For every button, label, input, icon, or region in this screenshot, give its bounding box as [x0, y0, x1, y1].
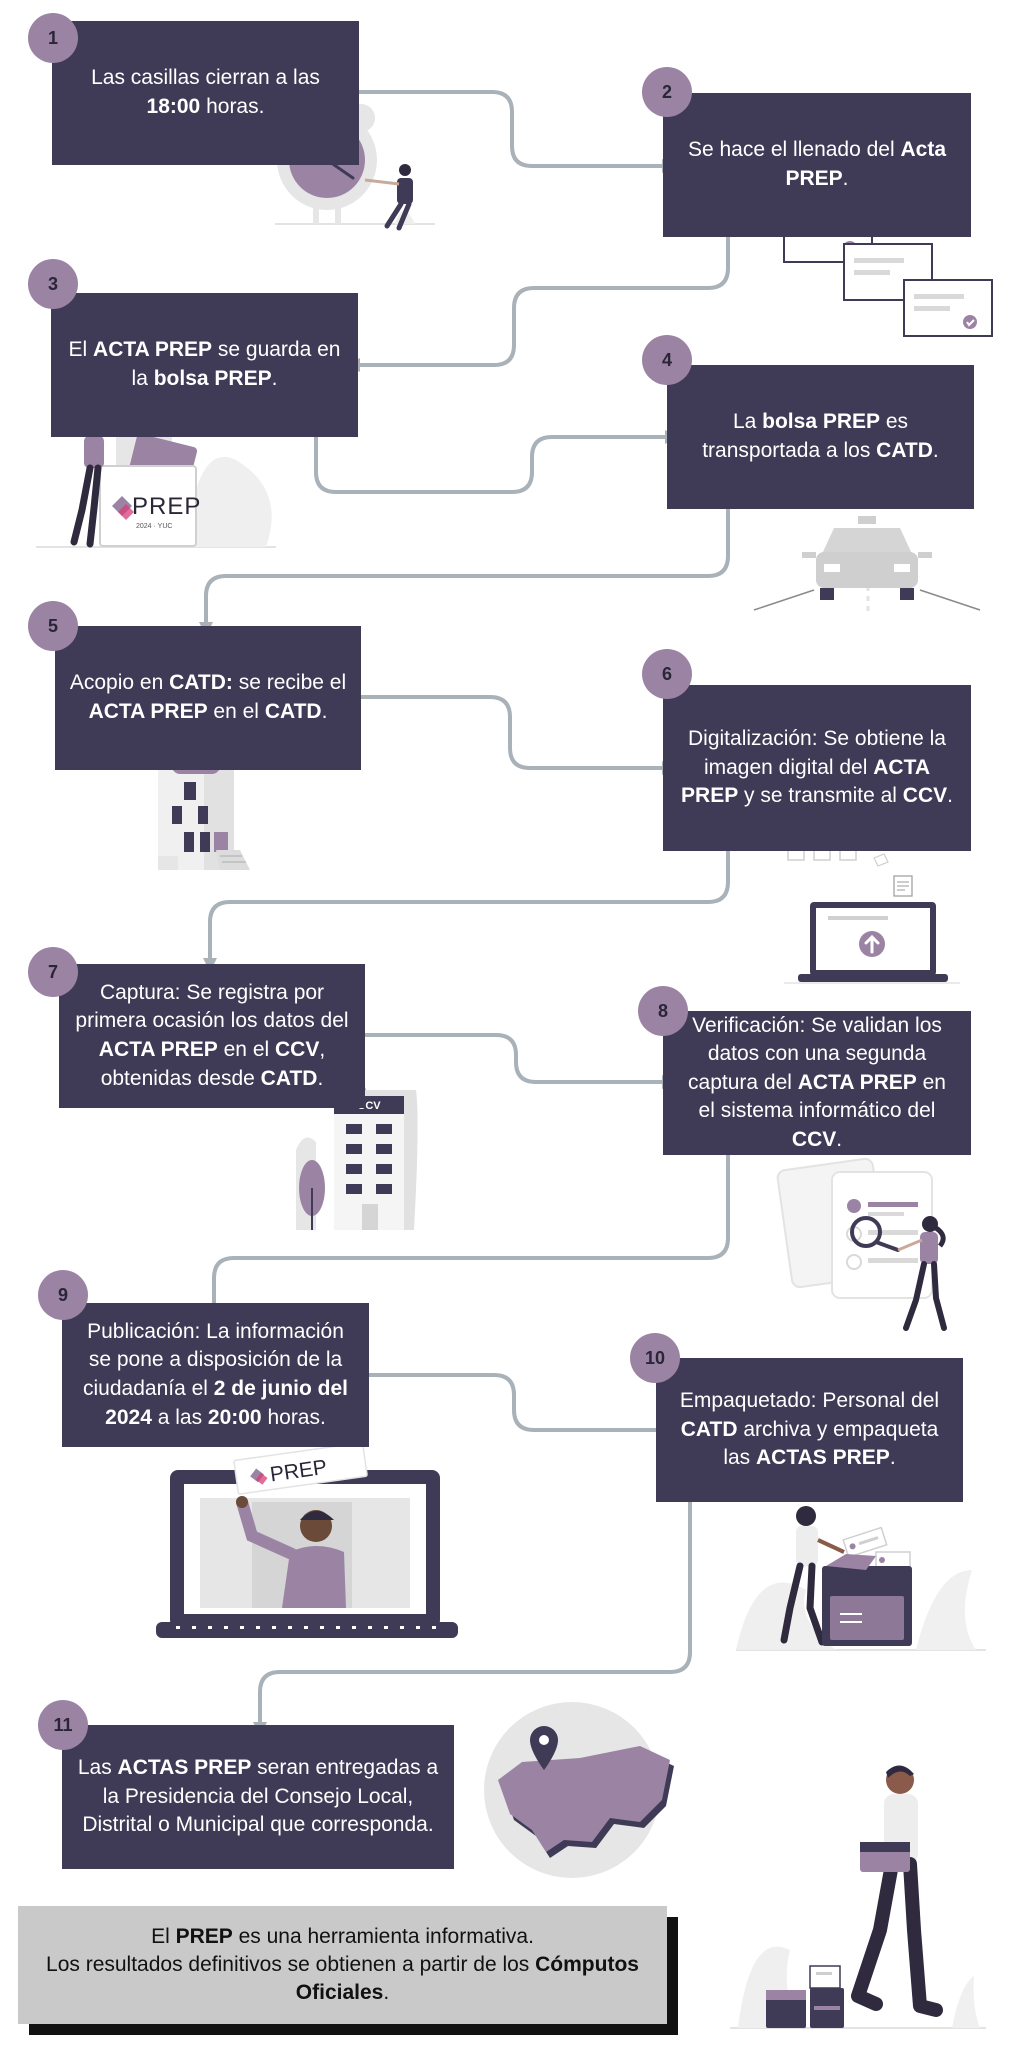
yucatan-map-illustration — [484, 1702, 674, 1878]
step-11-box: Las ACTAS PREP seran entregadas a la Pre… — [62, 1725, 454, 1869]
step-11-text: Las ACTAS PREP seran entregadas a la Pre… — [77, 1756, 439, 1837]
step-9-badge: 9 — [38, 1270, 88, 1320]
connector-3-4 — [314, 435, 667, 494]
step-7-text: Captura: Se registra por primera ocasión… — [75, 980, 349, 1090]
connector-4-5 — [204, 506, 730, 624]
transport-car-illustration — [753, 516, 981, 614]
step-8-badge: 8 — [638, 986, 688, 1036]
connector-2-3 — [358, 234, 730, 367]
step-3-text: El ACTA PREP se guarda en la bolsa PREP. — [68, 338, 341, 390]
step-5-text: Acopio en CATD: se recibe el ACTA PREP e… — [69, 671, 347, 723]
disclaimer-note: El PREP es una herramienta informativa.L… — [18, 1906, 667, 2024]
step-4-badge: 4 — [642, 335, 692, 385]
verification-illustration — [776, 1157, 947, 1331]
step-9-box: Publicación: La información se pone a di… — [62, 1303, 369, 1447]
connector-7-8 — [362, 1033, 664, 1084]
map-pin-icon — [530, 1726, 558, 1770]
step-5-badge: 5 — [28, 601, 78, 651]
connector-1-2 — [356, 90, 664, 168]
step-3-badge: 3 — [28, 259, 78, 309]
step-10-box: Empaquetado: Personal del CATD archiva y… — [656, 1358, 963, 1502]
delivery-person-illustration — [730, 1765, 986, 2029]
publication-laptop-illustration: PREP — [156, 1441, 458, 1638]
connector-10-11 — [258, 1500, 692, 1724]
step-1-text: Las casillas cierran a las 18:00 horas. — [91, 66, 320, 118]
step-9-text: Publicación: La información se pone a di… — [83, 1319, 348, 1429]
step-3-box: El ACTA PREP se guarda en la bolsa PREP. — [51, 293, 358, 437]
step-8-box: Verificación: Se validan los datos con u… — [663, 1011, 971, 1155]
catd-building-illustration: CATD — [158, 732, 250, 870]
connector-5-6 — [359, 695, 664, 770]
laptop-upload-illustration — [784, 847, 960, 984]
step-10-badge: 10 — [630, 1333, 680, 1383]
packaging-illustration — [736, 1506, 986, 1651]
step-11-badge: 11 — [38, 1700, 88, 1750]
step-1-box: Las casillas cierran a las 18:00 horas. — [52, 21, 359, 165]
step-2-box: Se hace el llenado del Acta PREP. — [663, 93, 971, 237]
step-4-text: La bolsa PREP es transportada a los CATD… — [702, 410, 939, 462]
ccv-building-illustration: CCV — [296, 1080, 418, 1230]
prep-logo-subtext: 2024 · YUC — [136, 523, 172, 530]
connector-8-9 — [212, 1153, 730, 1307]
step-2-badge: 2 — [642, 67, 692, 117]
connector-6-7 — [208, 850, 730, 960]
step-6-badge: 6 — [642, 649, 692, 699]
step-7-box: Captura: Se registra por primera ocasión… — [59, 964, 365, 1108]
step-1-badge: 1 — [28, 13, 78, 63]
disclaimer-text: El PREP es una herramienta informativa.L… — [46, 1925, 639, 2004]
step-6-box: Digitalización: Se obtiene la imagen dig… — [663, 685, 971, 851]
step-2-text: Se hace el llenado del Acta PREP. — [687, 138, 947, 190]
step-5-box: Acopio en CATD: se recibe el ACTA PREP e… — [55, 626, 361, 770]
step-7-badge: 7 — [28, 947, 78, 997]
prep-bag-illustration: PREP 2024 · YUC — [36, 420, 276, 548]
step-6-text: Digitalización: Se obtiene la imagen dig… — [681, 727, 953, 808]
prep-logo-text: PREP — [132, 493, 201, 520]
connector-9-10 — [366, 1373, 658, 1432]
step-4-box: La bolsa PREP es transportada a los CATD… — [667, 365, 974, 509]
step-10-text: Empaquetado: Personal del CATD archiva y… — [679, 1389, 940, 1470]
step-8-text: Verificación: Se validan los datos con u… — [688, 1013, 946, 1151]
